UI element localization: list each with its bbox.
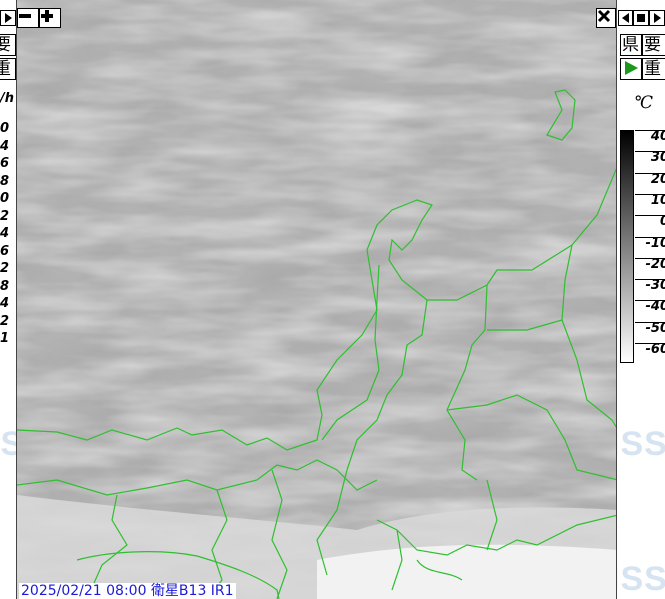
satellite-image <box>17 0 616 599</box>
watermark-right-bottom: ISS <box>610 560 665 598</box>
play-triangle-icon <box>625 61 638 75</box>
left-scale-label: 4 <box>0 296 10 311</box>
left-scale-label: 6 <box>0 156 10 171</box>
left-scale-label: 6 <box>0 243 10 259</box>
left-panel: 要 重 /h 0 4 6 8 0 2 4 6 2 8 4 2 1 <box>0 0 16 599</box>
close-map-button[interactable] <box>596 8 616 28</box>
warning-toggle[interactable]: 要 <box>642 34 665 56</box>
watermark-right: ISS <box>610 425 665 463</box>
right-panel: 県 要 重 ℃ 40 30 20 10 0 -10 -20 -30 -40 -50 -60 <box>617 0 665 599</box>
temperature-scale-label: -40 <box>635 300 665 314</box>
left-scale-label: 8 <box>0 173 10 189</box>
close-icon <box>597 9 611 23</box>
temperature-scale-label: 40 <box>635 130 665 144</box>
prefecture-toggle[interactable]: 県 <box>620 34 642 56</box>
left-scale-label: 4 <box>0 138 10 154</box>
bright-cloud-layer <box>17 0 616 599</box>
temperature-scale-label: 0 <box>635 215 665 229</box>
left-scale-label: 8 <box>0 278 10 294</box>
left-unit-label: /h <box>0 91 15 106</box>
temperature-colorbar <box>620 130 634 363</box>
severe-toggle[interactable]: 重 <box>642 58 665 80</box>
left-scale-label: 0 <box>0 121 10 136</box>
next-frame-button[interactable] <box>649 10 665 26</box>
temperature-scale-label: 30 <box>635 151 665 165</box>
left-scale-label: 2 <box>0 208 10 224</box>
left-scale-label: 2 <box>0 261 10 276</box>
left-scale-label: 2 <box>0 313 10 329</box>
chevron-right-icon[interactable] <box>0 10 16 26</box>
prev-frame-button[interactable] <box>618 10 633 26</box>
satellite-map[interactable]: 2025/02/21 08:00 衛星B13 IR1 <box>16 0 617 599</box>
zoom-out-button[interactable] <box>17 8 39 28</box>
temperature-unit: ℃ <box>634 93 654 113</box>
bright-cloud-south <box>317 544 616 599</box>
timestamp-caption: 2025/02/21 08:00 衛星B13 IR1 <box>19 583 236 599</box>
severe-toggle-left[interactable]: 重 <box>0 58 16 80</box>
stop-square-icon <box>637 14 645 22</box>
temperature-scale-label: -60 <box>635 343 665 357</box>
temperature-scale-label: -20 <box>635 257 665 272</box>
temperature-scale-label: 20 <box>635 172 665 187</box>
temperature-scale-label: -50 <box>635 321 665 336</box>
temperature-scale-label: -30 <box>635 279 665 293</box>
zoom-in-button[interactable] <box>39 8 61 28</box>
left-scale-label: 0 <box>0 191 10 206</box>
left-scale-label: 4 <box>0 226 10 241</box>
chevron-left-icon <box>621 13 629 23</box>
warning-toggle-left[interactable]: 要 <box>0 34 16 56</box>
minus-icon <box>19 14 31 18</box>
left-scale-label: 1 <box>0 331 10 346</box>
plus-icon <box>41 10 53 22</box>
chevron-right-icon <box>654 13 661 23</box>
temperature-scale-label: 10 <box>635 193 665 208</box>
prefecture-borders <box>17 89 616 599</box>
stop-button[interactable] <box>633 10 649 26</box>
temperature-scale-label: -10 <box>635 236 665 251</box>
play-button[interactable] <box>620 58 642 80</box>
